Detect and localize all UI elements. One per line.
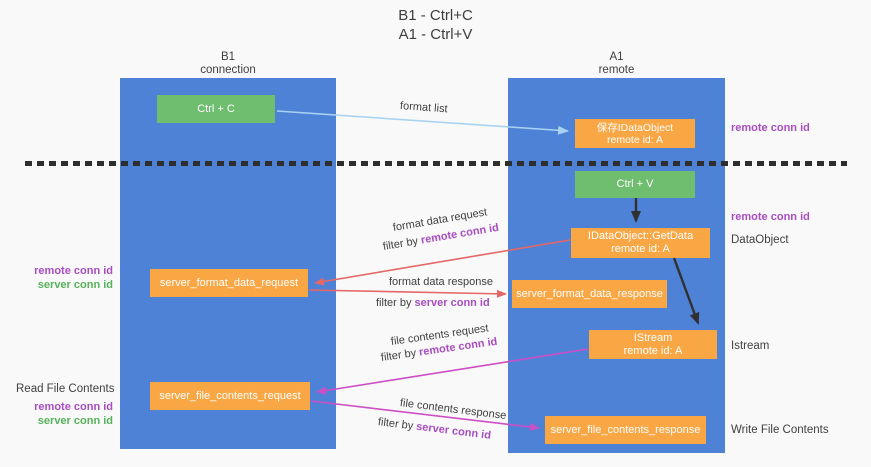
right-column-header: A1 remote — [508, 51, 725, 77]
box-server-file-contents-response: server_file_contents_response — [545, 416, 706, 444]
server-file-contents-request-label: server_file_contents_request — [159, 389, 301, 402]
remote-conn-id-annotation-top: remote conn id — [731, 122, 810, 134]
box-istream: IStream remote id: A — [589, 330, 717, 359]
filter-by-text: filter by — [380, 346, 420, 364]
format-data-response-filter-label: filter by server conn id — [376, 297, 490, 309]
format-list-label: format list — [399, 100, 448, 116]
box-server-format-data-response: server_format_data_response — [512, 280, 667, 308]
box-idataobject-getdata: IDataObject::GetData remote id: A — [571, 228, 710, 258]
server-conn-id-text: server conn id — [414, 297, 490, 309]
left-server-conn-id-annotation-2: server conn id — [37, 415, 113, 427]
phase-separator-dashed-line — [25, 161, 847, 166]
format-data-response-arrow — [308, 289, 507, 298]
filter-by-text: filter by — [376, 297, 415, 309]
diagram-title: B1 - Ctrl+C A1 - Ctrl+V — [0, 6, 871, 44]
title-line-2: A1 - Ctrl+V — [398, 26, 473, 43]
server-format-data-response-label: server_format_data_response — [516, 287, 663, 300]
right-column-name: A1 — [609, 51, 624, 63]
box-server-format-data-request: server_format_data_request — [150, 269, 308, 297]
read-file-contents-annotation: Read File Contents — [16, 383, 115, 395]
box-server-file-contents-request: server_file_contents_request — [150, 382, 310, 410]
save-idataobject-line1: 保存IDataObject — [596, 121, 674, 134]
ctrl-c-label: Ctrl + C — [197, 102, 235, 115]
server-format-data-request-label: server_format_data_request — [159, 276, 299, 289]
left-server-conn-id-annotation-1: server conn id — [37, 279, 113, 291]
filter-by-text: filter by — [377, 416, 417, 433]
left-remote-conn-id-annotation-2: remote conn id — [34, 401, 113, 413]
write-file-contents-annotation: Write File Contents — [731, 424, 829, 436]
box-save-idataobject: 保存IDataObject remote id: A — [575, 119, 695, 148]
left-column-name: B1 — [220, 51, 236, 63]
box-ctrl-c: Ctrl + C — [157, 95, 275, 123]
right-column-subtitle: remote — [598, 64, 635, 76]
file-contents-response-label: file contents response — [399, 397, 507, 422]
istream-line2: remote id: A — [623, 344, 683, 357]
left-remote-conn-id-annotation-1: remote conn id — [34, 265, 113, 277]
server-file-contents-response-label: server_file_contents_response — [550, 423, 701, 436]
title-line-1: B1 - Ctrl+C — [398, 7, 473, 24]
ctrl-v-label: Ctrl + V — [616, 178, 654, 190]
save-idataobject-line2: remote id: A — [606, 133, 664, 146]
istream-annotation: Istream — [731, 340, 770, 352]
format-data-response-label: format data response — [389, 276, 493, 288]
file-contents-response-filter-label: filter by server conn id — [377, 416, 491, 442]
left-column-header: B1 connection — [120, 51, 336, 77]
remote-conn-id-annotation-mid: remote conn id — [731, 211, 810, 223]
box-ctrl-v: Ctrl + V — [575, 171, 695, 198]
istream-line1: IStream — [633, 331, 673, 344]
getdata-line1: IDataObject::GetData — [587, 230, 694, 242]
getdata-line2: remote id: A — [611, 243, 670, 255]
server-conn-id-text: server conn id — [415, 420, 492, 442]
left-column-subtitle: connection — [200, 64, 256, 76]
dataobject-annotation: DataObject — [731, 234, 789, 246]
filter-by-text: filter by — [382, 234, 422, 253]
